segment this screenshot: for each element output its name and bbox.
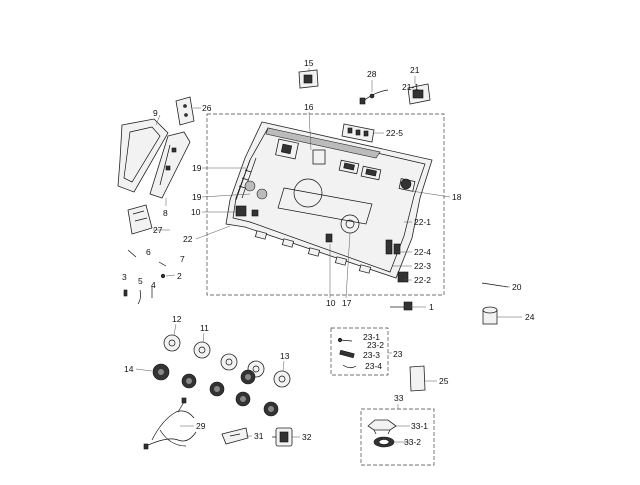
knob-13	[273, 370, 291, 388]
label-10-bottom[interactable]: 10	[326, 298, 336, 308]
label-33[interactable]: 33	[394, 393, 404, 403]
knob-caps	[152, 363, 279, 417]
label-33-2[interactable]: 33-2	[404, 437, 421, 447]
label-26[interactable]: 26	[202, 103, 212, 113]
label-28[interactable]: 28	[367, 69, 377, 79]
knob-a	[220, 353, 238, 371]
label-29[interactable]: 29	[196, 421, 206, 431]
callout-labels: 1 2 3 4 5 6 7 8 9 10 10 11 12 13 14 15 1…	[122, 58, 535, 447]
label-7[interactable]: 7	[180, 254, 185, 264]
label-23-1[interactable]: 23-1	[363, 332, 380, 342]
label-23-2[interactable]: 23-2	[367, 340, 384, 350]
label-23-4[interactable]: 23-4	[365, 361, 382, 371]
label-6[interactable]: 6	[146, 247, 151, 257]
label-21[interactable]: 21	[410, 65, 420, 75]
label-5[interactable]: 5	[138, 276, 143, 286]
label-24[interactable]: 24	[525, 312, 535, 322]
label-22-1[interactable]: 22-1	[414, 217, 431, 227]
part-9-cover	[117, 118, 169, 193]
label-13[interactable]: 13	[280, 351, 290, 361]
part-23-components	[337, 337, 357, 369]
label-14[interactable]: 14	[124, 364, 134, 374]
group-23-box	[330, 327, 389, 376]
label-22[interactable]: 22	[183, 234, 193, 244]
label-25[interactable]: 25	[439, 376, 449, 386]
part-21-switch	[407, 83, 431, 105]
part-15	[298, 69, 319, 89]
label-22-4[interactable]: 22-4	[414, 247, 431, 257]
part-29-wire-harness	[143, 397, 197, 450]
label-19-bottom[interactable]: 19	[192, 192, 202, 202]
part-16	[312, 149, 326, 165]
label-18[interactable]: 18	[452, 192, 462, 202]
part-32-motor	[272, 427, 293, 447]
part-8-pcb	[149, 131, 191, 199]
label-10-top[interactable]: 10	[191, 207, 201, 217]
part-1	[390, 301, 413, 311]
label-1[interactable]: 1	[429, 302, 434, 312]
label-23[interactable]: 23	[393, 349, 403, 359]
main-assembly-box	[206, 113, 445, 296]
label-22-5[interactable]: 22-5	[386, 128, 403, 138]
label-16[interactable]: 16	[304, 102, 314, 112]
part-26-board	[175, 96, 195, 126]
label-15[interactable]: 15	[304, 58, 314, 68]
part-33-1	[367, 419, 397, 435]
label-22-2[interactable]: 22-2	[414, 275, 431, 285]
label-20[interactable]: 20	[512, 282, 522, 292]
label-19-top[interactable]: 19	[192, 163, 202, 173]
part-28-harness	[359, 89, 389, 105]
label-12[interactable]: 12	[172, 314, 182, 324]
label-33-1[interactable]: 33-1	[411, 421, 428, 431]
part-22-5	[341, 123, 375, 143]
knob-11	[193, 341, 211, 359]
label-22-3[interactable]: 22-3	[414, 261, 431, 271]
label-17[interactable]: 17	[342, 298, 352, 308]
control-panel-body	[225, 121, 433, 283]
label-11[interactable]: 11	[200, 323, 209, 333]
group-33-box	[360, 408, 435, 466]
label-3[interactable]: 3	[122, 272, 127, 282]
label-4[interactable]: 4	[151, 280, 156, 290]
part-27-label	[127, 204, 153, 235]
knob-12	[163, 334, 181, 352]
label-32[interactable]: 32	[302, 432, 312, 442]
label-8[interactable]: 8	[163, 208, 168, 218]
part-33-2-ring	[373, 436, 395, 448]
part-18	[400, 178, 412, 190]
label-2[interactable]: 2	[177, 271, 182, 281]
label-21-1[interactable]: 21-1	[402, 82, 419, 92]
part-25-manual	[409, 365, 426, 392]
part-31-bracket	[221, 427, 249, 445]
part-24-cup	[482, 306, 498, 325]
leader-lines	[135, 68, 522, 443]
screws-group	[123, 249, 167, 305]
label-9[interactable]: 9	[153, 108, 158, 118]
label-27[interactable]: 27	[153, 225, 163, 235]
label-31[interactable]: 31	[254, 431, 264, 441]
label-23-3[interactable]: 23-3	[363, 350, 380, 360]
